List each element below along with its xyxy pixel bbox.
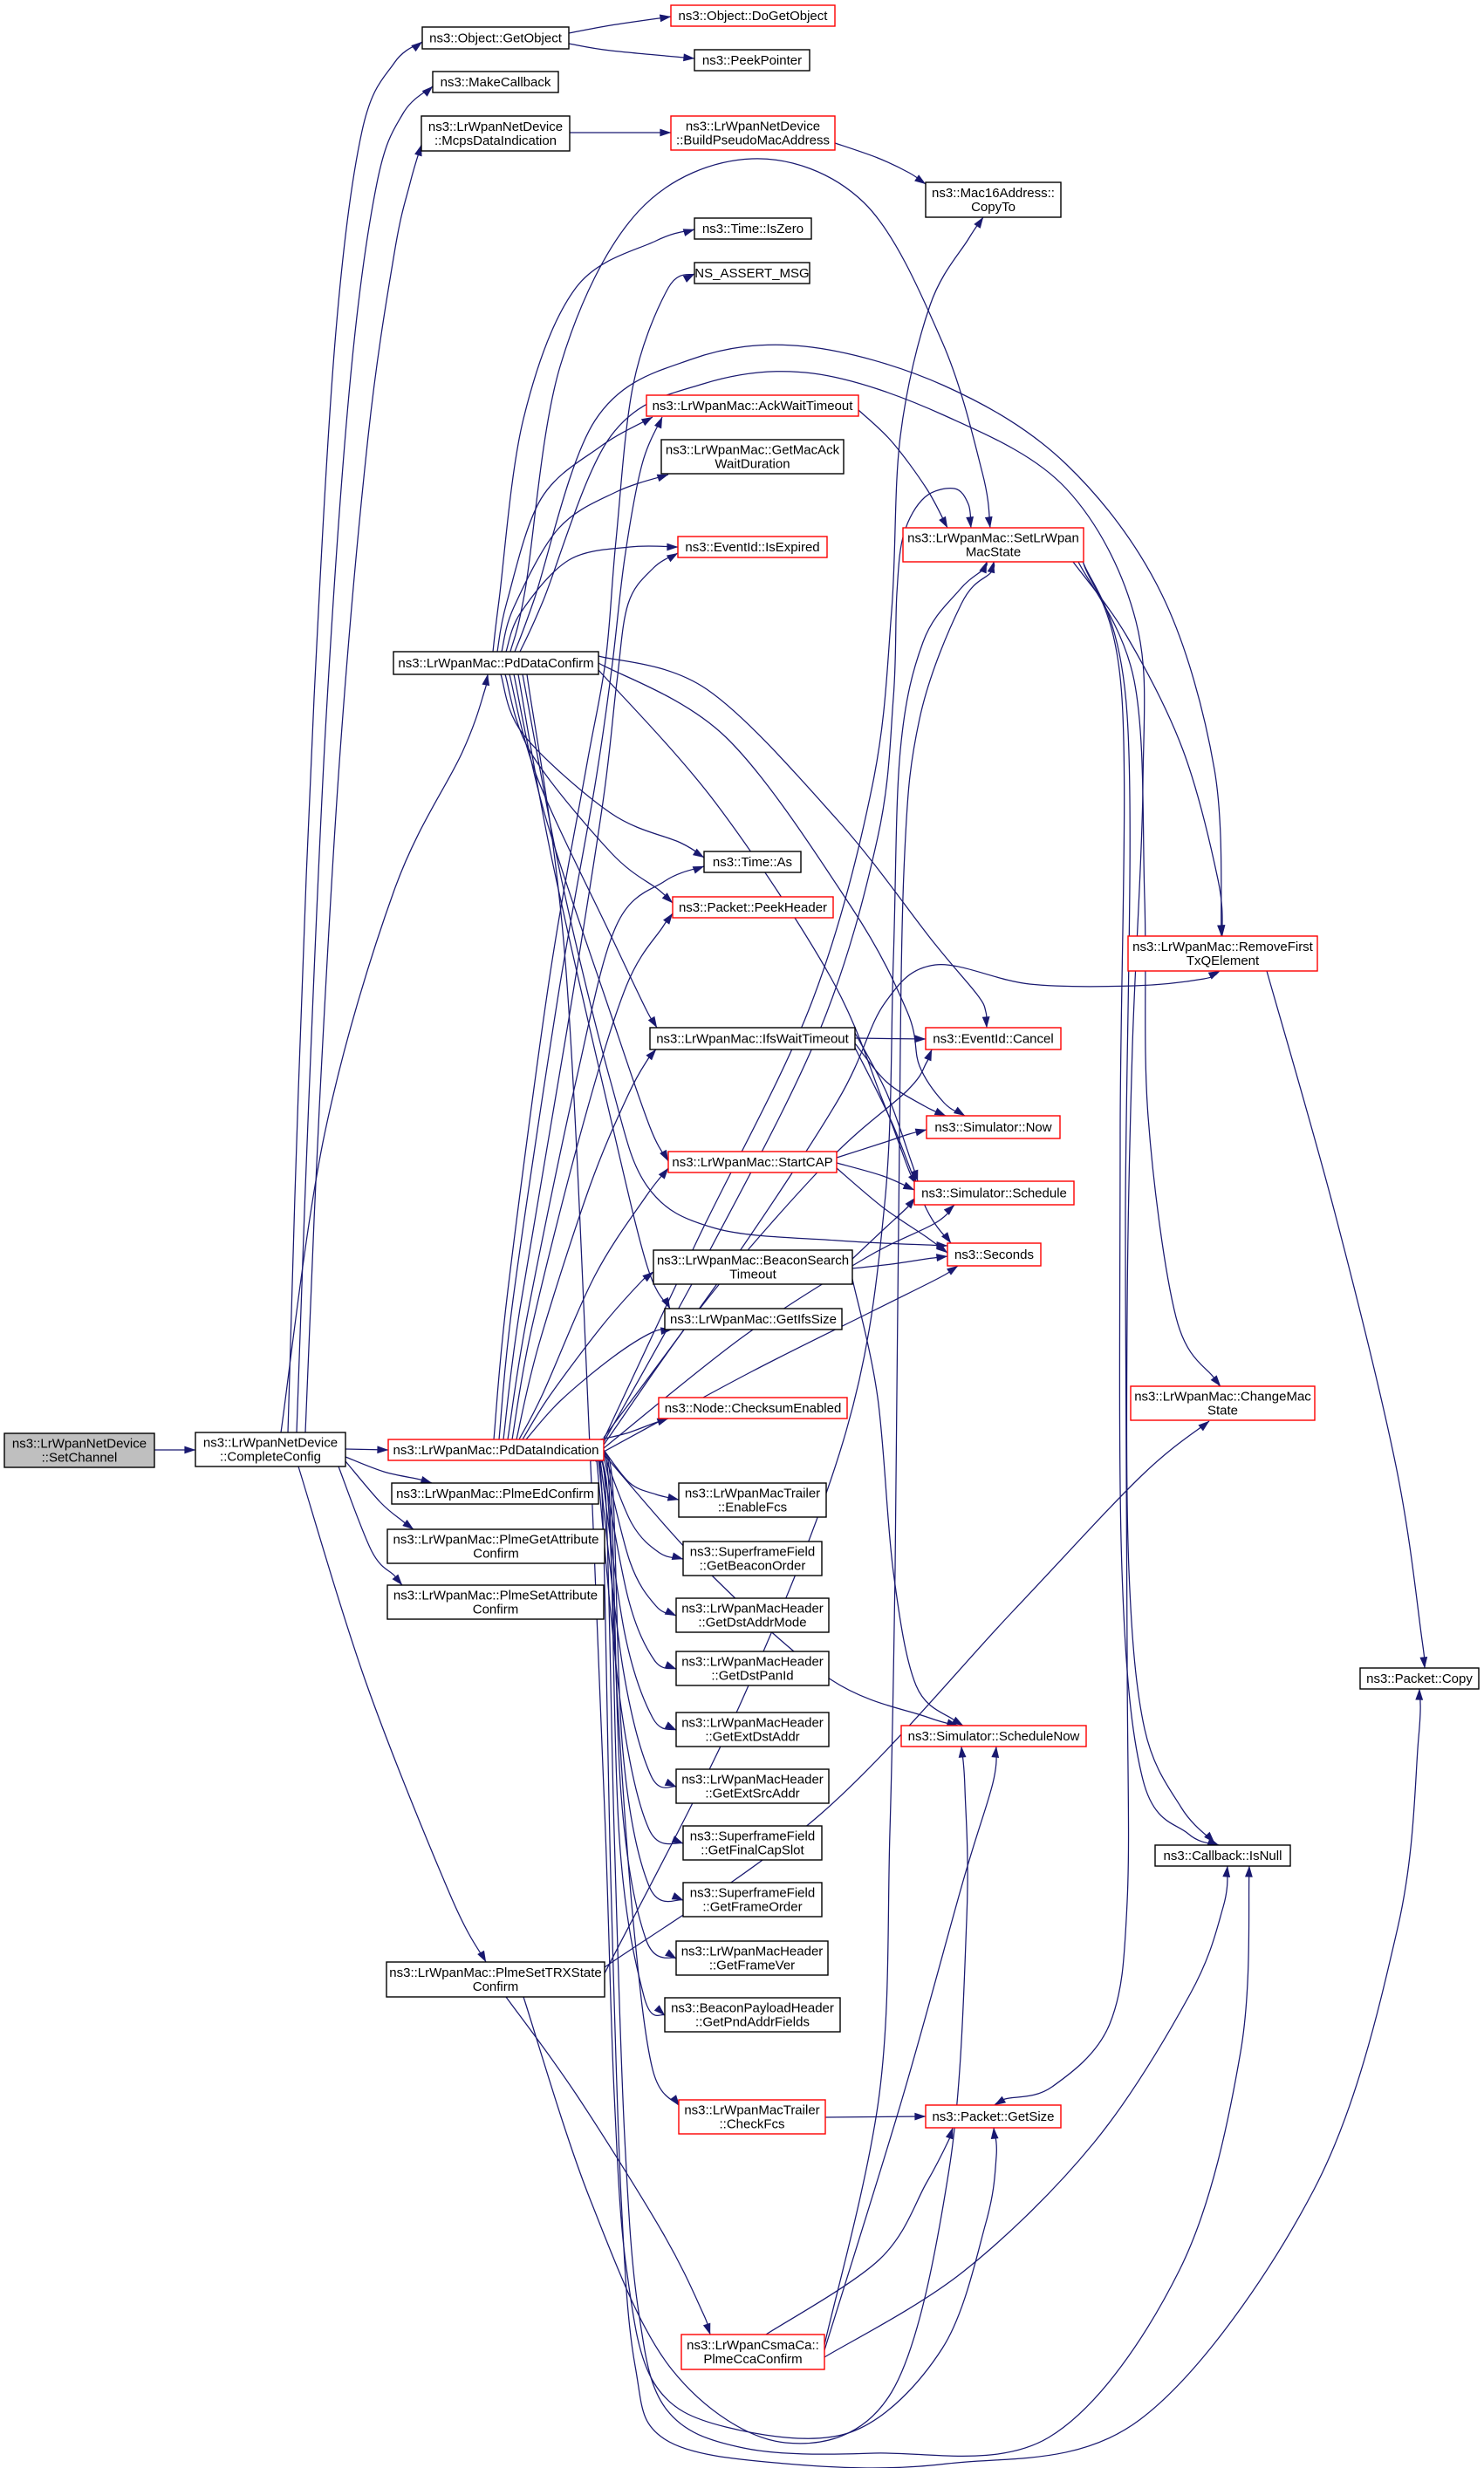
svg-text:ns3::Object::GetObject: ns3::Object::GetObject — [429, 31, 563, 46]
svg-text:::GetPndAddrFields: ::GetPndAddrFields — [695, 2015, 810, 2030]
svg-text:ns3::Simulator::Schedule: ns3::Simulator::Schedule — [921, 1186, 1067, 1201]
svg-text:ns3::LrWpanMac::IfsWaitTimeout: ns3::LrWpanMac::IfsWaitTimeout — [656, 1032, 849, 1047]
svg-text:::CompleteConfig: ::CompleteConfig — [220, 1450, 321, 1465]
svg-text:ns3::LrWpanMacHeader: ns3::LrWpanMacHeader — [681, 1944, 824, 1959]
svg-text:ns3::LrWpanNetDevice: ns3::LrWpanNetDevice — [203, 1435, 338, 1450]
svg-text:ns3::LrWpanMacHeader: ns3::LrWpanMacHeader — [681, 1772, 824, 1787]
svg-text:ns3::LrWpanMac::PlmeGetAttribu: ns3::LrWpanMac::PlmeGetAttribute — [393, 1532, 599, 1547]
svg-text:ns3::Simulator::Now: ns3::Simulator::Now — [934, 1120, 1051, 1135]
svg-text:::GetExtDstAddr: ::GetExtDstAddr — [705, 1730, 799, 1745]
svg-text:ns3::Mac16Address::: ns3::Mac16Address:: — [932, 186, 1055, 201]
svg-text:ns3::LrWpanNetDevice: ns3::LrWpanNetDevice — [686, 119, 820, 133]
svg-text:ns3::LrWpanMacTrailer: ns3::LrWpanMacTrailer — [685, 1486, 820, 1501]
svg-text:ns3::LrWpanMac::PdDataConfirm: ns3::LrWpanMac::PdDataConfirm — [398, 656, 593, 671]
svg-text:ns3::Seconds: ns3::Seconds — [954, 1248, 1034, 1262]
svg-text:ns3::Packet::Copy: ns3::Packet::Copy — [1366, 1672, 1473, 1686]
svg-text:ns3::LrWpanMac::PlmeSetAttribu: ns3::LrWpanMac::PlmeSetAttribute — [393, 1588, 598, 1603]
svg-text:ns3::SuperframeField: ns3::SuperframeField — [690, 1829, 815, 1843]
svg-text:State: State — [1207, 1404, 1238, 1419]
svg-text:ns3::LrWpanMac::RemoveFirst: ns3::LrWpanMac::RemoveFirst — [1132, 940, 1314, 954]
svg-text:::CheckFcs: ::CheckFcs — [719, 2117, 784, 2132]
svg-text:ns3::EventId::IsExpired: ns3::EventId::IsExpired — [685, 540, 819, 555]
svg-text:ns3::Callback::IsNull: ns3::Callback::IsNull — [1164, 1849, 1282, 1863]
svg-text:::GetFinalCapSlot: ::GetFinalCapSlot — [701, 1843, 804, 1858]
svg-text:ns3::LrWpanMac::GetIfsSize: ns3::LrWpanMac::GetIfsSize — [670, 1312, 837, 1327]
svg-text:WaitDuration: WaitDuration — [715, 457, 790, 472]
svg-text:ns3::LrWpanCsmaCa::: ns3::LrWpanCsmaCa:: — [687, 2338, 819, 2353]
svg-text:ns3::LrWpanMacHeader: ns3::LrWpanMacHeader — [681, 1654, 824, 1669]
svg-text:Confirm: Confirm — [473, 1603, 519, 1617]
svg-text:ns3::Time::IsZero: ns3::Time::IsZero — [702, 222, 804, 236]
svg-text:ns3::MakeCallback: ns3::MakeCallback — [441, 75, 551, 90]
svg-text:::EnableFcs: ::EnableFcs — [718, 1501, 787, 1515]
svg-text:ns3::LrWpanMacHeader: ns3::LrWpanMacHeader — [681, 1601, 824, 1616]
svg-text:ns3::SuperframeField: ns3::SuperframeField — [690, 1885, 815, 1900]
svg-text:::GetExtSrcAddr: ::GetExtSrcAddr — [705, 1787, 799, 1801]
svg-text:ns3::Packet::PeekHeader: ns3::Packet::PeekHeader — [679, 900, 827, 915]
svg-text:::GetDstPanId: ::GetDstPanId — [711, 1669, 793, 1684]
svg-text:ns3::LrWpanNetDevice: ns3::LrWpanNetDevice — [12, 1436, 147, 1451]
svg-text:ns3::Packet::GetSize: ns3::Packet::GetSize — [932, 2109, 1054, 2124]
svg-text:ns3::LrWpanMac::PlmeEdConfirm: ns3::LrWpanMac::PlmeEdConfirm — [396, 1487, 594, 1501]
svg-text:ns3::LrWpanMacTrailer: ns3::LrWpanMacTrailer — [684, 2102, 819, 2117]
svg-text:ns3::LrWpanMac::PlmeSetTRXStat: ns3::LrWpanMac::PlmeSetTRXState — [389, 1966, 601, 1980]
svg-text:ns3::Node::ChecksumEnabled: ns3::Node::ChecksumEnabled — [665, 1401, 842, 1416]
svg-text:::McpsDataIndication: ::McpsDataIndication — [434, 133, 557, 148]
svg-text:ns3::LrWpanMacHeader: ns3::LrWpanMacHeader — [681, 1715, 824, 1730]
svg-text:CopyTo: CopyTo — [971, 200, 1016, 215]
svg-text:Confirm: Confirm — [473, 1979, 519, 1994]
svg-text:ns3::Time::As: ns3::Time::As — [713, 855, 792, 870]
svg-text:::SetChannel: ::SetChannel — [42, 1451, 118, 1466]
svg-text:PlmeCcaConfirm: PlmeCcaConfirm — [703, 2352, 802, 2367]
svg-text:MacState: MacState — [966, 545, 1021, 560]
svg-text:NS_ASSERT_MSG: NS_ASSERT_MSG — [694, 266, 809, 281]
svg-text:::GetBeaconOrder: ::GetBeaconOrder — [700, 1559, 806, 1574]
svg-text:ns3::BeaconPayloadHeader: ns3::BeaconPayloadHeader — [671, 2000, 834, 2015]
svg-text:Timeout: Timeout — [729, 1268, 776, 1282]
svg-text:ns3::Object::DoGetObject: ns3::Object::DoGetObject — [679, 9, 829, 24]
svg-text:ns3::LrWpanMac::AckWaitTimeout: ns3::LrWpanMac::AckWaitTimeout — [653, 399, 854, 414]
svg-text:::GetFrameOrder: ::GetFrameOrder — [702, 1900, 802, 1915]
svg-text:ns3::EventId::Cancel: ns3::EventId::Cancel — [933, 1032, 1053, 1047]
svg-text:ns3::LrWpanMac::SetLrWpan: ns3::LrWpanMac::SetLrWpan — [907, 530, 1079, 545]
svg-text:ns3::LrWpanNetDevice: ns3::LrWpanNetDevice — [428, 120, 563, 134]
svg-text:::GetFrameVer: ::GetFrameVer — [709, 1959, 795, 1973]
svg-text:ns3::LrWpanMac::GetMacAck: ns3::LrWpanMac::GetMacAck — [666, 442, 840, 457]
svg-text:::BuildPseudoMacAddress: ::BuildPseudoMacAddress — [676, 133, 830, 148]
svg-text:ns3::LrWpanMac::BeaconSearch: ns3::LrWpanMac::BeaconSearch — [657, 1253, 849, 1268]
svg-text:ns3::Simulator::ScheduleNow: ns3::Simulator::ScheduleNow — [908, 1729, 1080, 1744]
svg-text:TxQElement: TxQElement — [1187, 954, 1260, 968]
svg-text:::GetDstAddrMode: ::GetDstAddrMode — [698, 1616, 806, 1631]
svg-text:ns3::LrWpanMac::ChangeMac: ns3::LrWpanMac::ChangeMac — [1134, 1389, 1311, 1404]
svg-text:ns3::LrWpanMac::StartCAP: ns3::LrWpanMac::StartCAP — [672, 1155, 832, 1170]
svg-text:ns3::SuperframeField: ns3::SuperframeField — [690, 1544, 815, 1559]
svg-text:ns3::PeekPointer: ns3::PeekPointer — [702, 53, 802, 68]
svg-text:ns3::LrWpanMac::PdDataIndicati: ns3::LrWpanMac::PdDataIndication — [393, 1443, 599, 1458]
svg-text:Confirm: Confirm — [473, 1547, 519, 1562]
